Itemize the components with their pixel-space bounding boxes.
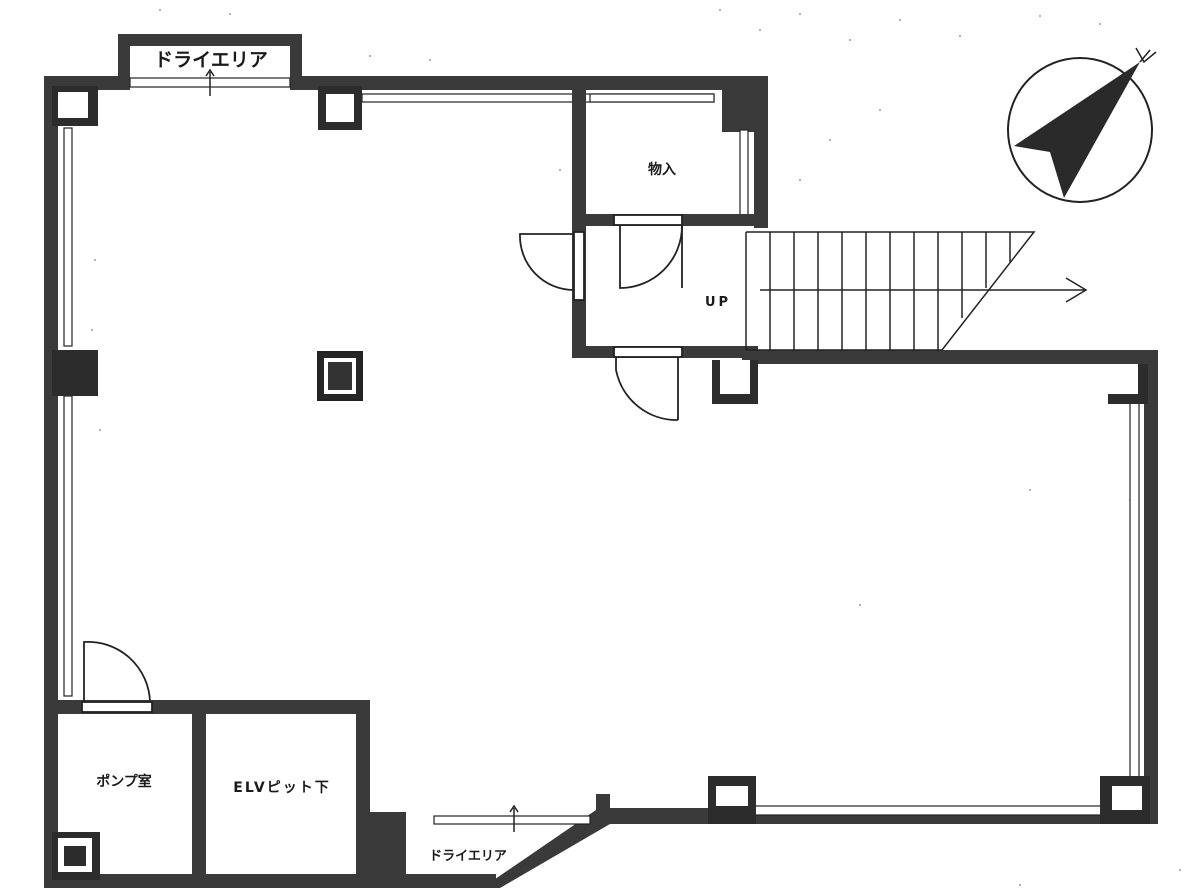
stairs	[745, 231, 1088, 351]
columns	[52, 86, 1150, 880]
outer-walls	[44, 34, 1158, 888]
dry-area-bottom-label: ドライエリア	[429, 849, 507, 864]
up-label: UP	[705, 295, 731, 310]
pump-room-label: ポンプ室	[96, 773, 152, 790]
doors	[81, 214, 683, 713]
storage-label: 物入	[648, 161, 676, 178]
interior-walls	[52, 90, 758, 880]
scan-noise	[91, 9, 1181, 886]
dry-area-arrows	[205, 68, 519, 832]
elv-pit-label: ELVピット下	[233, 780, 330, 796]
dry-area-top-label: ドライエリア	[154, 49, 268, 71]
north-arrow-icon	[1007, 47, 1157, 203]
